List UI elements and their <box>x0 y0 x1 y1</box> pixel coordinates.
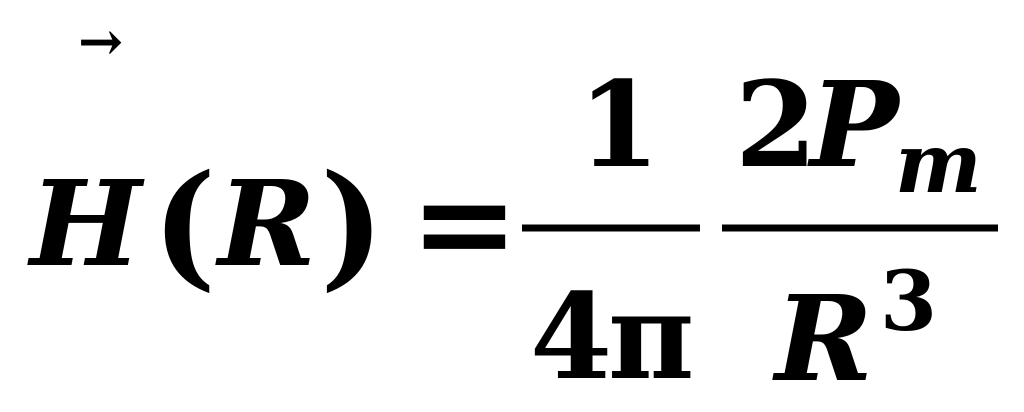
fraction2-numerator-subscript-m: m <box>895 116 982 212</box>
fraction2-denominator-exponent: 3 <box>880 254 937 350</box>
field-symbol-h: H <box>27 154 145 293</box>
fraction2-numerator-p: P <box>807 55 902 194</box>
fraction1-denominator-pi: π <box>608 267 694 406</box>
equals-sign: = <box>410 146 519 299</box>
fraction2-numerator-coefficient: 2 <box>735 55 817 194</box>
fraction2-denominator-r: R <box>772 269 873 408</box>
open-paren: ( <box>152 145 216 305</box>
vector-arrow: → <box>78 9 123 73</box>
close-paren: ) <box>320 145 384 305</box>
fraction1-denominator-coefficient: 4 <box>530 267 612 406</box>
argument-r: R <box>215 154 316 293</box>
fraction1-numerator: 1 <box>578 55 660 194</box>
